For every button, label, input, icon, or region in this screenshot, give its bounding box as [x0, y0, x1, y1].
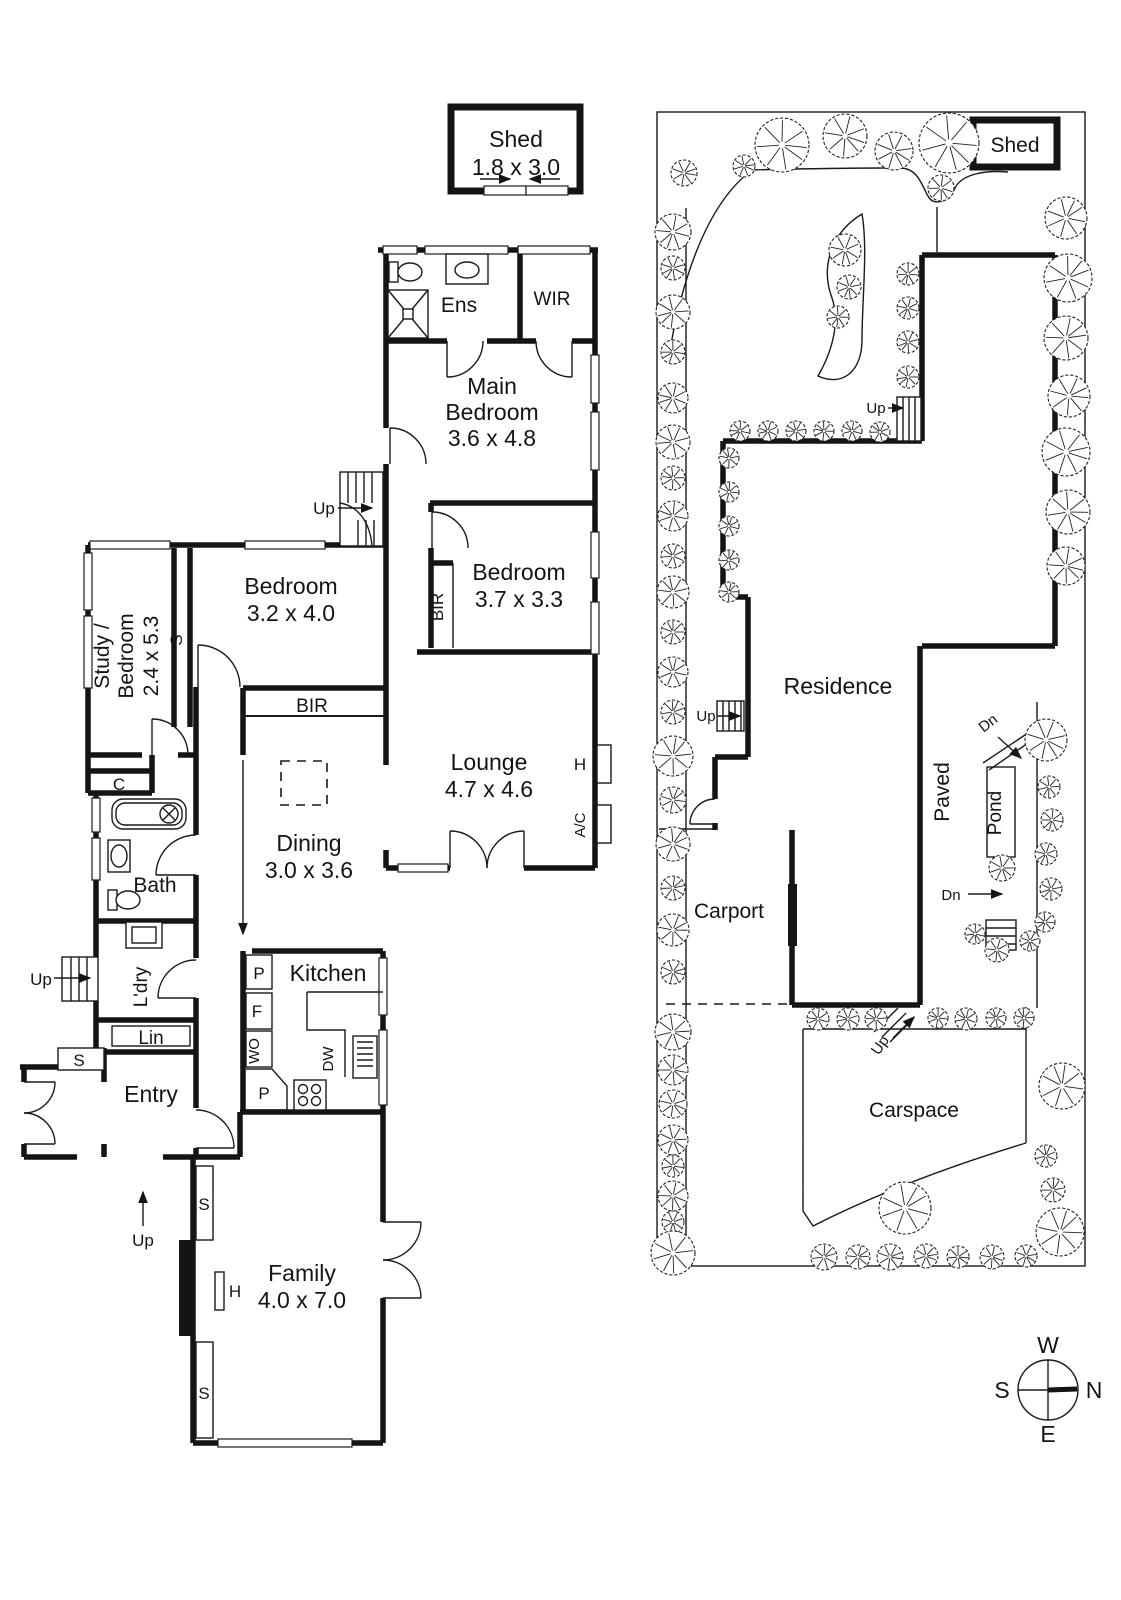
floor-plan: Shed 1.8 x 3.0 [20, 103, 612, 1448]
label-main-bedroom-1: Main [467, 373, 517, 399]
label-residence: Residence [784, 673, 893, 699]
label-closet-entry: S [73, 1051, 84, 1070]
label-study-2: Bedroom [115, 613, 138, 698]
label-dn-lower: Dn [941, 887, 960, 904]
compass: W S N E [994, 1332, 1102, 1447]
label-up-side: Up [30, 970, 52, 989]
label-heater-family: H [229, 1282, 241, 1301]
label-closet-study: S [167, 634, 186, 645]
kitchen-bench [306, 991, 383, 1077]
label-bedroom32: Bedroom [244, 573, 337, 599]
label-up-entry: Up [132, 1231, 154, 1250]
label-closet-family-top: S [198, 1195, 209, 1214]
compass-s: S [994, 1377, 1009, 1403]
label-heater-lounge: H [574, 755, 586, 774]
fixtures [57, 253, 612, 1439]
compass-e: E [1040, 1421, 1055, 1447]
stairs [54, 471, 384, 1226]
label-dining: Dining [276, 830, 341, 856]
label-pantry-top: P [253, 964, 264, 983]
label-wir: WIR [534, 289, 571, 310]
label-bir-bedroom: BIR [428, 593, 447, 621]
shed-dims: 1.8 x 3.0 [472, 154, 560, 180]
room-labels: Ens WIR Main Bedroom 3.6 x 4.8 Up Bedroo… [30, 289, 589, 1403]
label-site-shed: Shed [990, 134, 1039, 157]
label-bedroom37-dims: 3.7 x 3.3 [475, 586, 563, 612]
label-bir-hall: BIR [296, 696, 328, 717]
carport-gate [788, 884, 797, 946]
label-up-drive: Up [868, 1033, 893, 1058]
corner-pantry [246, 1068, 288, 1111]
compass-w: W [1037, 1332, 1059, 1358]
residence-walls [689, 252, 1058, 1008]
label-study-1: Study / [91, 623, 114, 689]
label-up-rear: Up [866, 400, 885, 417]
windows [83, 245, 600, 1448]
label-dishwasher: DW [320, 1046, 337, 1072]
label-fridge: F [252, 1002, 262, 1021]
cooktop [293, 1079, 327, 1111]
oven-box [245, 1030, 273, 1068]
label-main-bedroom-2: Bedroom [445, 399, 538, 425]
label-lounge: Lounge [451, 749, 528, 775]
label-pantry-bottom: P [258, 1084, 269, 1103]
label-dn-upper: Dn [975, 711, 1001, 736]
pantry-box [245, 954, 273, 990]
heater-family-box [214, 1271, 225, 1311]
label-wall-oven: WO [246, 1038, 263, 1064]
toilet-ens [388, 261, 399, 283]
label-bedroom37: Bedroom [472, 559, 565, 585]
label-paved: Paved [931, 762, 954, 822]
family-closet-top-box [195, 1165, 214, 1241]
shed-plan: Shed 1.8 x 3.0 [447, 103, 584, 196]
linen-box [111, 1025, 191, 1047]
site-plan: Shed Up Residence Up Dn Paved Pond Dn Ca… [650, 111, 1102, 1447]
label-ens: Ens [441, 294, 477, 317]
site-boundary [656, 111, 1086, 1267]
shed-title: Shed [489, 126, 543, 152]
label-family-dims: 4.0 x 7.0 [258, 1287, 346, 1313]
label-closet-family-bottom: S [198, 1384, 209, 1403]
sink [352, 1035, 378, 1079]
label-carspace: Carspace [869, 1099, 959, 1122]
heater-lounge-box [596, 744, 612, 784]
label-entry: Entry [124, 1081, 178, 1107]
label-up-internal: Up [696, 708, 715, 725]
label-bath: Bath [133, 874, 176, 897]
label-kitchen: Kitchen [290, 960, 367, 986]
label-main-bedroom-dims: 3.6 x 4.8 [448, 425, 536, 451]
skylight [280, 760, 328, 806]
label-up-hall: Up [313, 499, 335, 518]
label-bedroom32-dims: 3.2 x 4.0 [247, 600, 335, 626]
fireplace [179, 1240, 194, 1336]
label-dining-dims: 3.0 x 3.6 [265, 857, 353, 883]
trees [650, 112, 1093, 1276]
ac-box [596, 804, 612, 844]
label-study-dims: 2.4 x 5.3 [140, 616, 163, 697]
label-ac: A/C [572, 812, 589, 837]
label-laundry: L'dry [131, 966, 152, 1007]
site-shed: Shed [969, 116, 1061, 171]
label-lounge-dims: 4.7 x 4.6 [445, 776, 533, 802]
label-carport: Carport [694, 900, 764, 923]
label-family: Family [268, 1260, 336, 1286]
entry-closet-box [57, 1047, 105, 1071]
label-closet-c: C [113, 775, 125, 794]
site-labels: Up Residence Up Dn Paved Pond Dn Carport… [694, 400, 1006, 1122]
doors [23, 340, 573, 1299]
family-closet-bottom-box [195, 1341, 214, 1439]
label-linen: Lin [138, 1028, 163, 1049]
compass-n: N [1086, 1377, 1103, 1403]
fridge-box [245, 992, 273, 1030]
label-pond: Pond [985, 791, 1006, 835]
